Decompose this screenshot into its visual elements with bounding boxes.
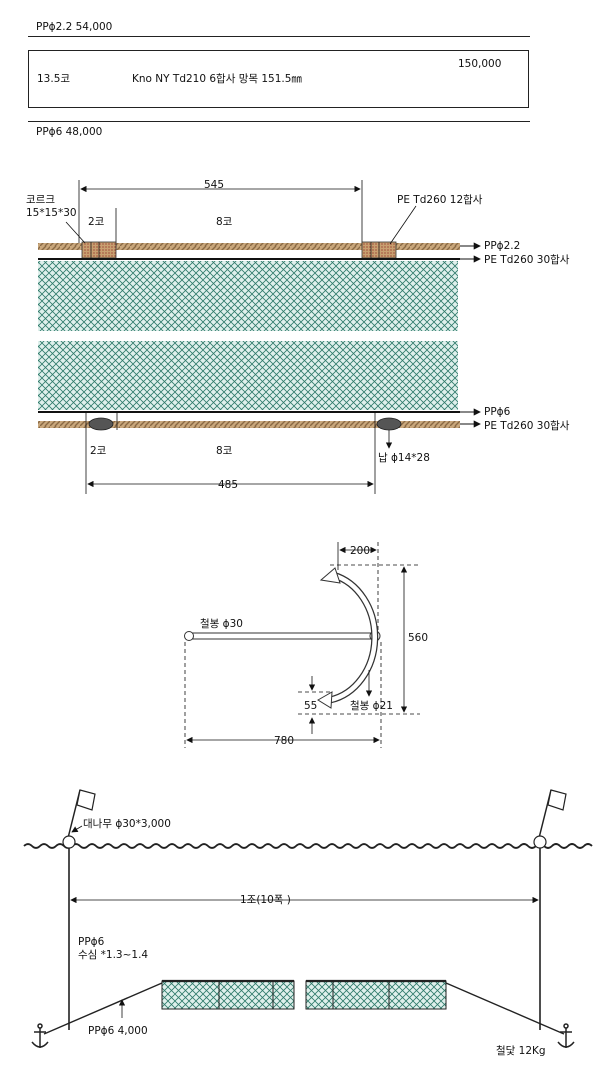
anchor-right-icon — [557, 1023, 575, 1048]
steel-bar-30 — [188, 632, 376, 640]
cork-label: 코르크 — [26, 194, 55, 206]
dim-485: 485 — [218, 479, 239, 491]
bar-label: 철봉 ϕ30 — [200, 618, 243, 630]
water-surface — [23, 843, 593, 849]
arc-label: 철봉 ϕ21 — [350, 700, 393, 712]
anchor-rope-left — [43, 982, 163, 1035]
float-rope — [38, 243, 460, 250]
net-mesh-count: 13.5코 — [37, 73, 71, 85]
anchor-label: 철닻 12Kg — [496, 1045, 546, 1057]
frame-diagram — [184, 542, 420, 748]
sink-line-spec: PPϕ6 48,000 — [36, 126, 103, 138]
net-spec-box — [28, 50, 529, 108]
pe-top-leader — [389, 205, 417, 245]
buoy-left — [62, 835, 76, 849]
right-head-twine-label: PE Td260 30합사 — [484, 254, 570, 266]
right-sink-rope-label: PPϕ6 — [484, 406, 511, 418]
arc-tip-top — [319, 567, 341, 584]
span-label: 1조(10폭 ) — [240, 894, 291, 906]
float-line-spec: PPϕ2.2 54,000 — [36, 21, 113, 33]
rope-cost-label: PPϕ6 4,000 — [88, 1025, 148, 1037]
anchor-rope-right — [445, 982, 565, 1035]
dim-780: 780 — [274, 735, 295, 747]
right-float-rope-label: PPϕ2.2 — [484, 240, 521, 252]
top-divider — [28, 36, 530, 37]
mid-top-mesh-count: 8코 — [216, 216, 233, 228]
net-panel-upper — [38, 261, 458, 331]
cork-leader — [65, 221, 86, 244]
lead-weight-left — [88, 417, 114, 431]
left-top-mesh-count: 2코 — [88, 216, 105, 228]
lead-label: 납 ϕ14*28 — [378, 452, 430, 464]
net-section-right — [305, 980, 447, 1010]
lead-weight-right — [376, 417, 402, 431]
pe-top-twine: PE Td260 12합사 — [397, 194, 483, 206]
mid-bottom-mesh-count: 8코 — [216, 445, 233, 457]
left-bottom-mesh-count: 2코 — [90, 445, 107, 457]
dim-560: 560 — [408, 632, 429, 644]
cork-size: 15*15*30 — [26, 207, 77, 219]
bar-end-left — [184, 631, 194, 641]
dim-55: 55 — [304, 700, 318, 712]
net-panel-lower — [38, 341, 458, 410]
rope-label: PPϕ6 — [78, 936, 105, 948]
bottom-divider — [28, 121, 530, 122]
net-detail-diagram — [38, 180, 481, 494]
dim-200: 200 — [350, 545, 371, 557]
setting-diagram — [23, 789, 593, 1048]
anchor-left-icon — [31, 1023, 49, 1048]
arc-tip-bottom — [317, 691, 333, 709]
dim-545: 545 — [204, 179, 225, 191]
net-price: 150,000 — [458, 58, 502, 70]
flag-left — [76, 789, 96, 811]
right-foot-twine-label: PE Td260 30합사 — [484, 420, 570, 432]
net-section-left — [161, 980, 295, 1010]
depth-label: 수심 *1.3~1.4 — [78, 949, 149, 961]
lead-rope — [38, 421, 460, 428]
buoy-right — [533, 835, 547, 849]
net-description: Kno NY Td210 6합사 망목 151.5㎜ — [132, 73, 302, 85]
bamboo-label: 대나무 ϕ30*3,000 — [83, 818, 171, 830]
flag-right — [547, 789, 567, 811]
